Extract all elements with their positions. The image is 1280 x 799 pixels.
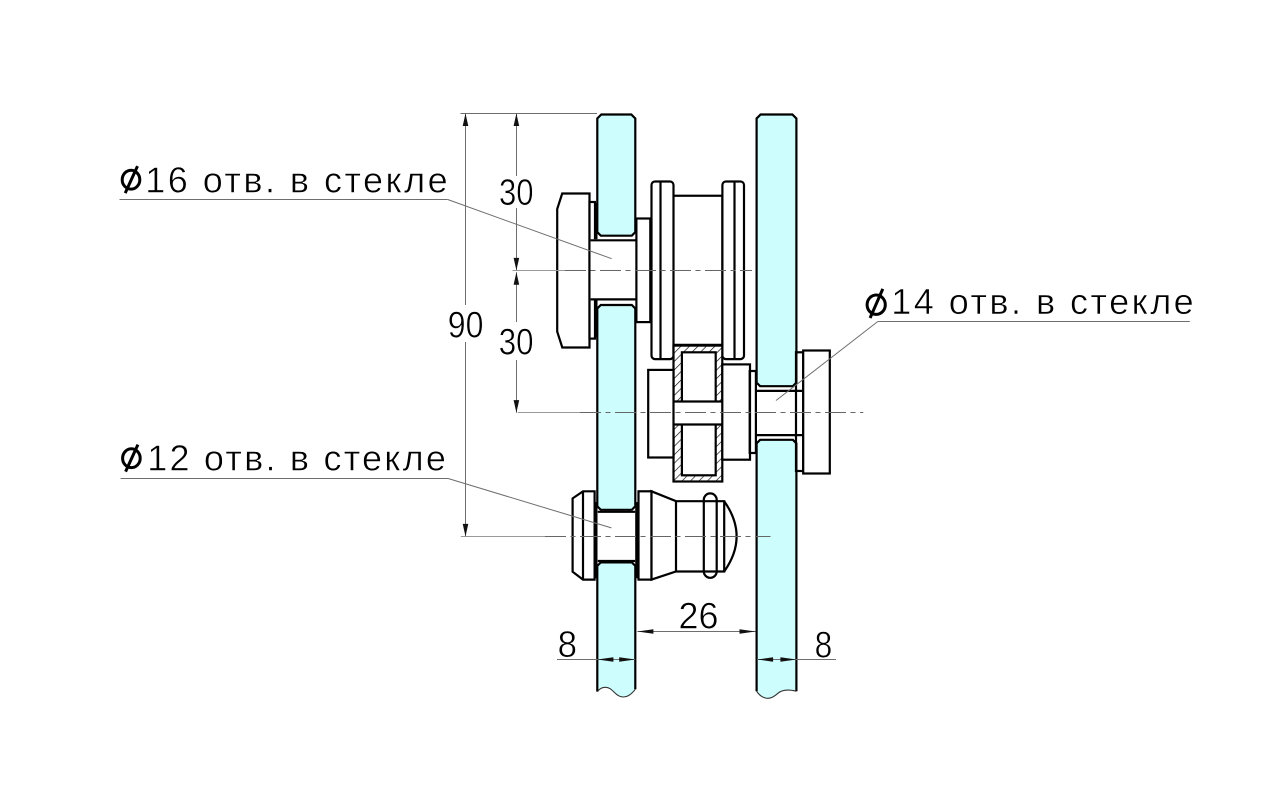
svg-text:30: 30 (499, 172, 534, 213)
svg-text:16 отв. в стекле: 16 отв. в стекле (145, 160, 448, 201)
svg-text:30: 30 (499, 322, 534, 363)
svg-text:90: 90 (448, 305, 484, 346)
svg-text:12 отв. в стекле: 12 отв. в стекле (147, 438, 446, 479)
svg-text:8: 8 (558, 624, 577, 665)
svg-text:26: 26 (679, 596, 719, 637)
svg-text:14 отв. в стекле: 14 отв. в стекле (891, 281, 1193, 322)
svg-text:8: 8 (815, 624, 833, 665)
